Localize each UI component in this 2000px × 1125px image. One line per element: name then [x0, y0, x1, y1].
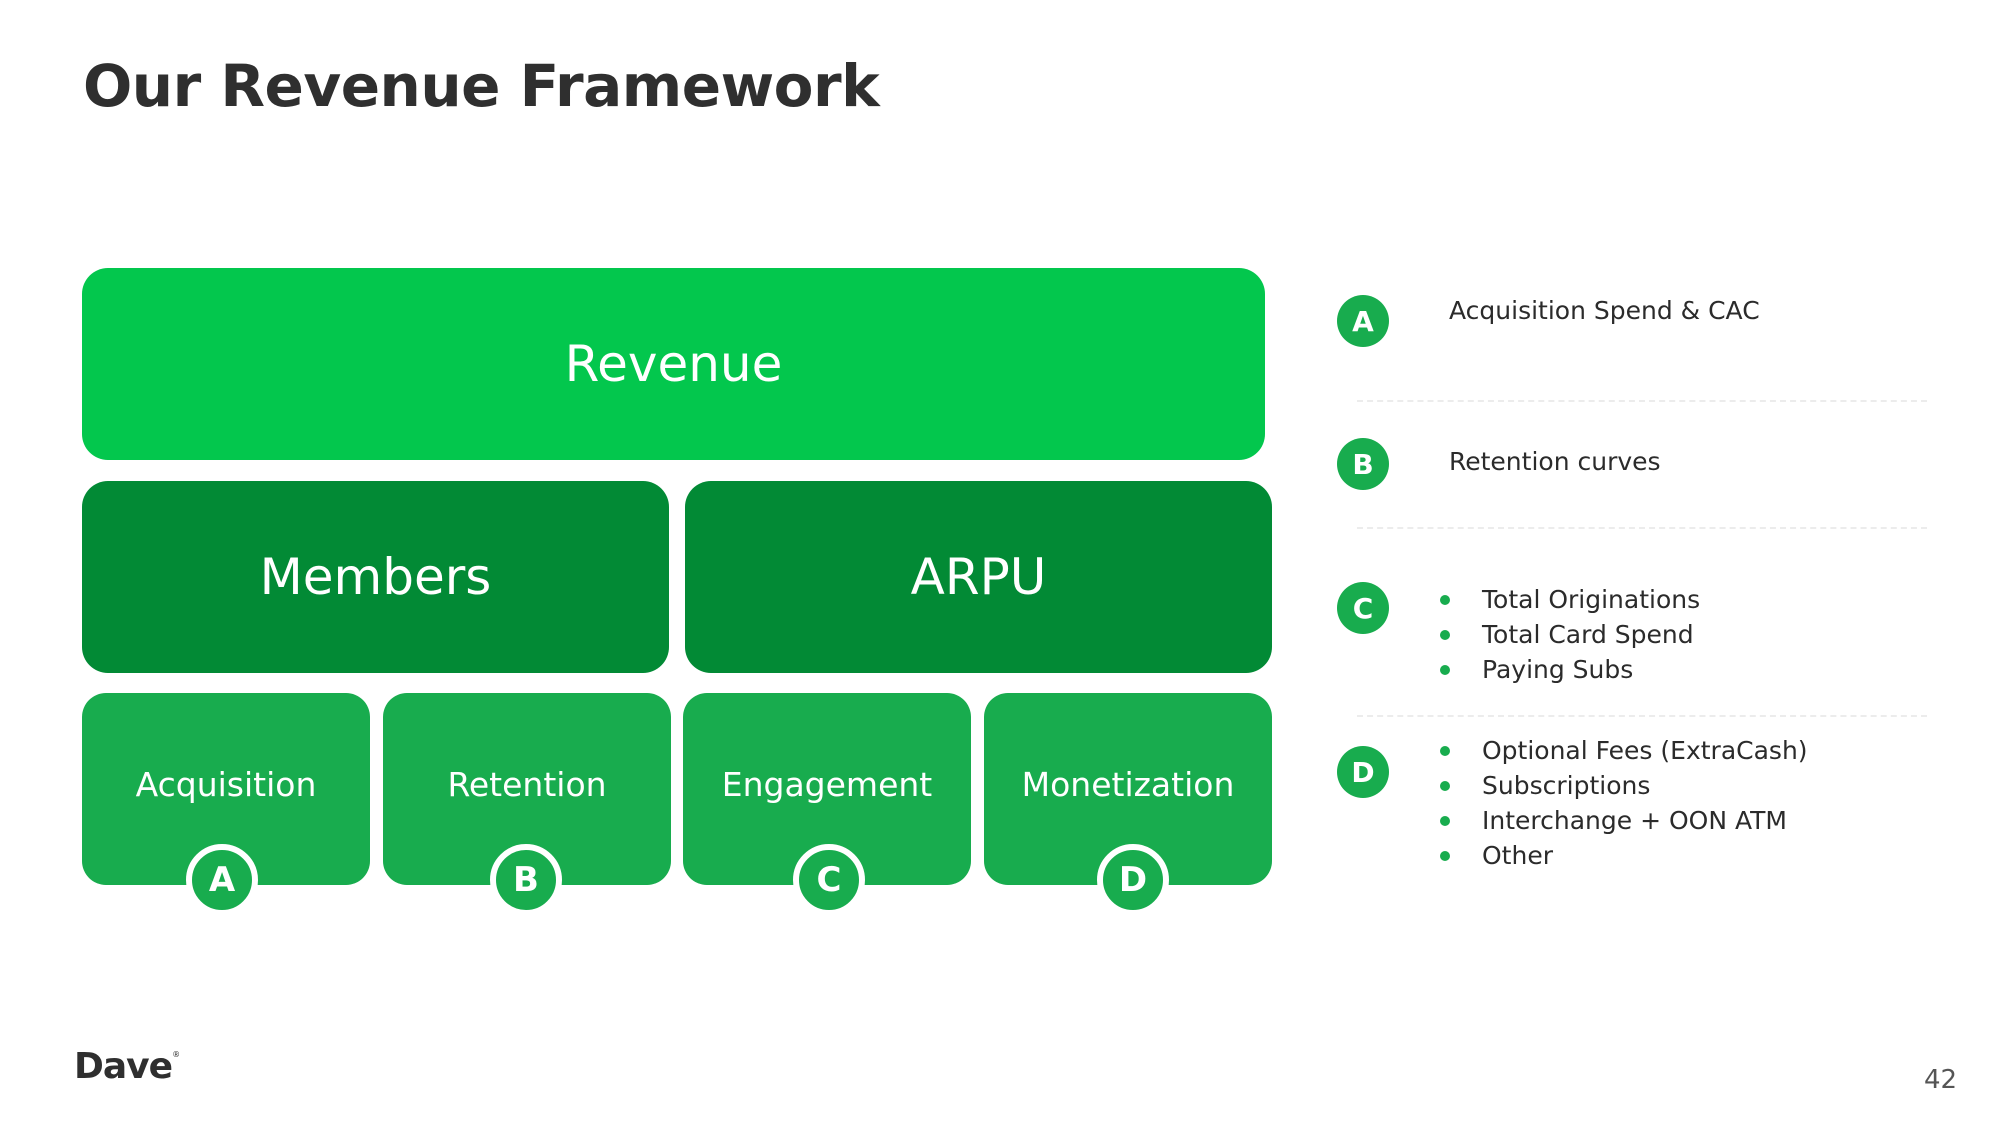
monetization-label: Monetization [1021, 764, 1235, 804]
legend-list-c: Total Originations Total Card Spend Payi… [1440, 582, 1700, 687]
monetization-box: Monetization [984, 693, 1272, 885]
legend-list-item: Paying Subs [1440, 652, 1700, 687]
legend-list-item: Interchange + OON ATM [1440, 803, 1808, 838]
logo-wordmark: Dave [74, 1046, 173, 1087]
legend-badge-c: C [1337, 582, 1389, 634]
legend-list-item: Subscriptions [1440, 768, 1808, 803]
legend-divider [1357, 400, 1927, 402]
legend-list-d: Optional Fees (ExtraCash) Subscriptions … [1440, 733, 1808, 873]
acquisition-label: Acquisition [135, 764, 317, 804]
legend-divider [1357, 527, 1927, 529]
retention-label: Retention [447, 764, 607, 804]
legend-list-item: Optional Fees (ExtraCash) [1440, 733, 1808, 768]
members-label: Members [259, 548, 492, 606]
registered-mark: ® [172, 1050, 180, 1059]
revenue-label: Revenue [564, 335, 783, 393]
legend-badge-d: D [1337, 746, 1389, 798]
revenue-box: Revenue [82, 268, 1265, 460]
legend-badge-b: B [1337, 438, 1389, 490]
slide-title: Our Revenue Framework [83, 52, 880, 120]
legend-divider [1357, 715, 1927, 717]
engagement-label: Engagement [721, 764, 933, 804]
legend-list-item: Total Originations [1440, 582, 1700, 617]
legend-badge-a: A [1337, 295, 1389, 347]
arpu-label: ARPU [910, 548, 1047, 606]
engagement-badge: C [793, 844, 865, 916]
page-number: 42 [1924, 1065, 1958, 1095]
members-box: Members [82, 481, 669, 673]
legend-list-item: Total Card Spend [1440, 617, 1700, 652]
dave-logo: Dave® [74, 1046, 180, 1087]
arpu-box: ARPU [685, 481, 1272, 673]
acquisition-badge: A [186, 844, 258, 916]
retention-badge: B [490, 844, 562, 916]
monetization-badge: D [1097, 844, 1169, 916]
legend-list-item: Other [1440, 838, 1808, 873]
legend-text-b: Retention curves [1449, 447, 1661, 476]
legend-text-a: Acquisition Spend & CAC [1449, 296, 1760, 325]
